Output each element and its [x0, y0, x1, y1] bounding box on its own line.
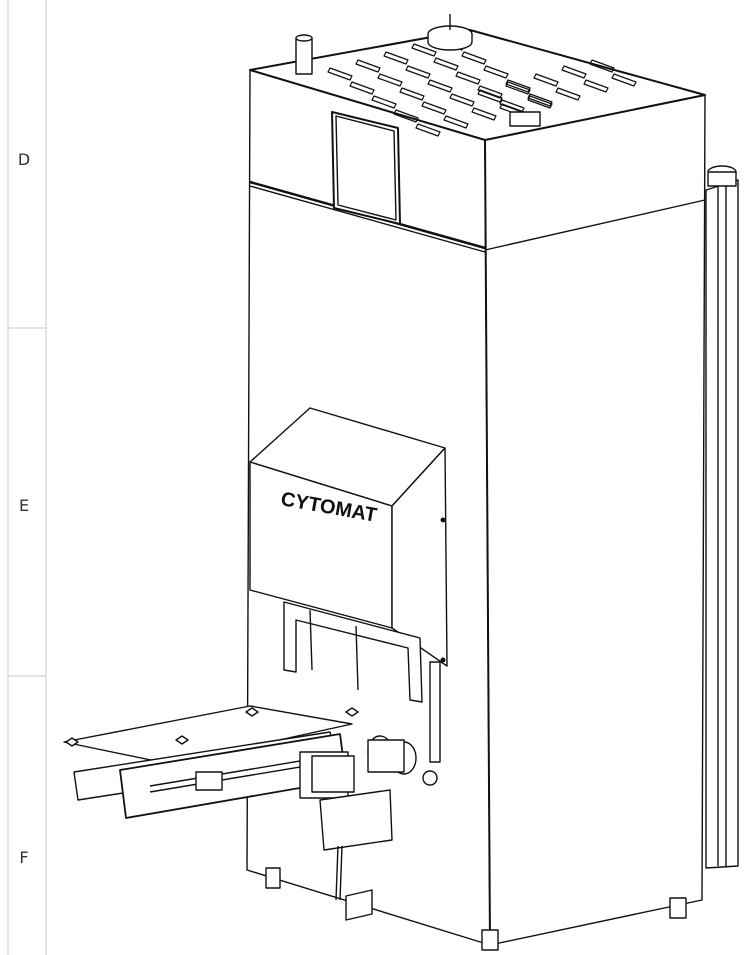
top-fittings: [295, 14, 541, 127]
zone-label-f: F: [19, 848, 29, 867]
zone-label-d: D: [17, 150, 31, 169]
zone-label-e: E: [18, 496, 30, 515]
plate-handler-shuttle: [63, 705, 438, 921]
side-door-panel: [705, 165, 739, 869]
cytomat-hood: CYTOMAT: [249, 407, 448, 667]
cabinet-feet: [265, 867, 687, 951]
front-panel-window: [331, 111, 401, 225]
transfer-slot: [283, 601, 441, 763]
